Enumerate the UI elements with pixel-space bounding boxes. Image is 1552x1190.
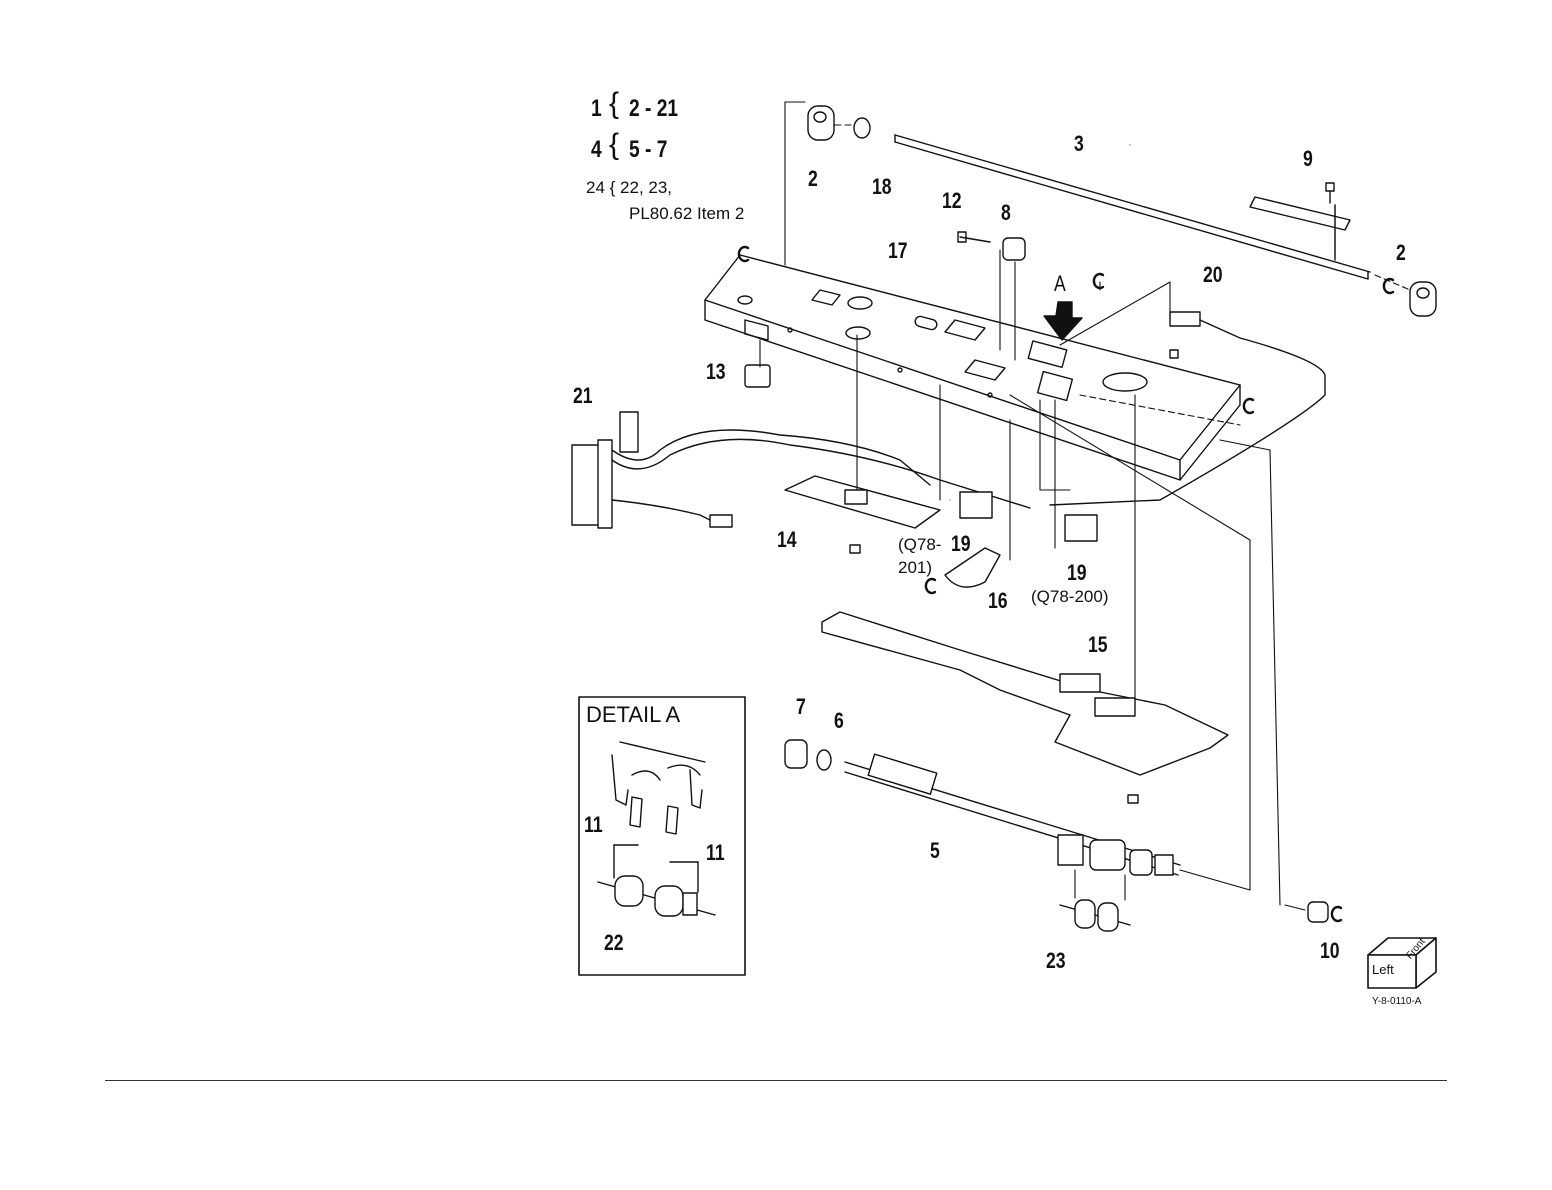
frame-plate — [705, 255, 1240, 480]
board-14 — [785, 476, 940, 528]
callout-part-16: 16 — [988, 590, 1008, 612]
part-7 — [785, 740, 807, 768]
callout-part-6: 6 — [834, 710, 844, 732]
gear-assembly — [1058, 835, 1173, 875]
callout-part-20: 20 — [1203, 264, 1223, 286]
legend-brace-1: { — [609, 89, 619, 119]
part-2-left — [808, 106, 834, 140]
callout-part-9: 9 — [1303, 148, 1313, 170]
legend-brace-2: { — [609, 130, 619, 160]
legend-row1-range: 2 - 21 — [629, 97, 678, 121]
callout-part-8: 8 — [1001, 202, 1011, 224]
roller-23 — [1060, 900, 1130, 931]
legend-row2-main: 4 — [591, 138, 602, 162]
callout-part-13: 13 — [706, 361, 726, 383]
callout-part-5: 5 — [930, 840, 940, 862]
callout-part-21: 21 — [573, 385, 593, 407]
callout-part-2-right: 2 — [1396, 242, 1406, 264]
callout-q78-201-line2: 201) — [898, 559, 932, 576]
part-8 — [1003, 238, 1025, 260]
legend-row3-line1: 24 { 22, 23, — [586, 179, 672, 196]
guide-plate-15 — [822, 612, 1228, 775]
sensor-19-left — [960, 492, 992, 518]
callout-part-23: 23 — [1046, 950, 1066, 972]
part-2-right — [1410, 282, 1436, 316]
part-13 — [745, 365, 770, 387]
arrow-down-icon — [1044, 302, 1082, 340]
callout-part-11-left: 11 — [584, 814, 603, 836]
part-10 — [1308, 902, 1328, 922]
callout-part-22: 22 — [604, 932, 624, 954]
callout-detail-a-arrow: A — [1054, 273, 1066, 295]
callout-part-7: 7 — [796, 696, 806, 718]
callout-part-2-left: 2 — [808, 168, 818, 190]
callout-part-15: 15 — [1088, 634, 1108, 656]
legend-row1-main: 1 — [591, 97, 602, 121]
footer-divider — [105, 1080, 1447, 1081]
callout-part-17: 17 — [888, 240, 908, 262]
part-18 — [854, 118, 870, 138]
callout-part-18: 18 — [872, 176, 892, 198]
callout-part-10: 10 — [1320, 940, 1340, 962]
callout-part-12: 12 — [942, 190, 962, 212]
legend-row3-line2: PL80.62 Item 2 — [629, 205, 744, 222]
callout-part-3: 3 — [1074, 133, 1084, 155]
callout-part-19-right: 19 — [1067, 562, 1087, 584]
part-6 — [817, 750, 831, 770]
callout-part-11-right: 11 — [706, 842, 725, 864]
callout-q78-200: (Q78-200) — [1031, 588, 1108, 605]
cube-left-label: Left — [1372, 963, 1394, 976]
legend-row2-range: 5 - 7 — [629, 138, 667, 162]
callout-q78-201-line1: (Q78- — [898, 536, 941, 553]
callout-part-14: 14 — [777, 529, 797, 551]
detail-a-title: DETAIL A — [586, 704, 680, 726]
callout-part-19-left: 19 — [951, 533, 971, 555]
part-12 — [958, 232, 990, 242]
sensor-19-right — [1065, 515, 1097, 541]
figure-reference: Y-8-0110-A — [1372, 997, 1421, 1007]
